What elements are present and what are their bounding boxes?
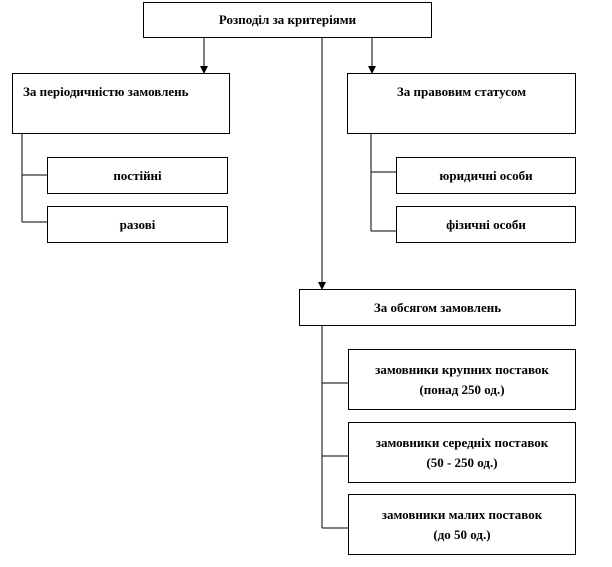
volume-item-line2: (понад 250 од.) [419, 381, 505, 397]
root-criteria-label: Розподіл за критеріями [218, 12, 357, 27]
legal-status-box: За правовим статусом [347, 73, 576, 134]
volume-item-medium: замовники середніх поставок (50 - 250 од… [348, 422, 576, 483]
legal-status-label: За правовим статусом [396, 84, 527, 99]
volume-item-line2: (до 50 од.) [433, 526, 491, 542]
volume-item-large: замовники крупних поставок (понад 250 од… [348, 349, 576, 410]
periodicity-item-label: разові [119, 216, 156, 232]
legal-status-item-legal-entities: юридичні особи [396, 157, 576, 194]
legal-status-item-individuals: фізичні особи [396, 206, 576, 243]
legal-status-item-label: фізичні особи [446, 216, 526, 232]
periodicity-item-one-time: разові [47, 206, 228, 243]
volume-item-line1: замовники малих поставок [381, 506, 543, 522]
periodicity-box: За періодичністю замовлень [12, 73, 230, 134]
legal-status-item-label: юридичні особи [439, 167, 533, 183]
periodicity-item-label: постійні [113, 167, 162, 183]
volume-label: За обсягом замовлень [373, 299, 502, 315]
periodicity-label: За періодичністю замовлень [23, 84, 189, 99]
volume-item-small: замовники малих поставок (до 50 од.) [348, 494, 576, 555]
volume-box: За обсягом замовлень [299, 289, 576, 326]
periodicity-item-permanent: постійні [47, 157, 228, 194]
volume-item-line1: замовники крупних поставок [375, 361, 549, 377]
root-criteria-box: Розподіл за критеріями [143, 2, 432, 38]
volume-item-line2: (50 - 250 од.) [426, 454, 498, 470]
volume-item-line1: замовники середніх поставок [375, 434, 549, 450]
